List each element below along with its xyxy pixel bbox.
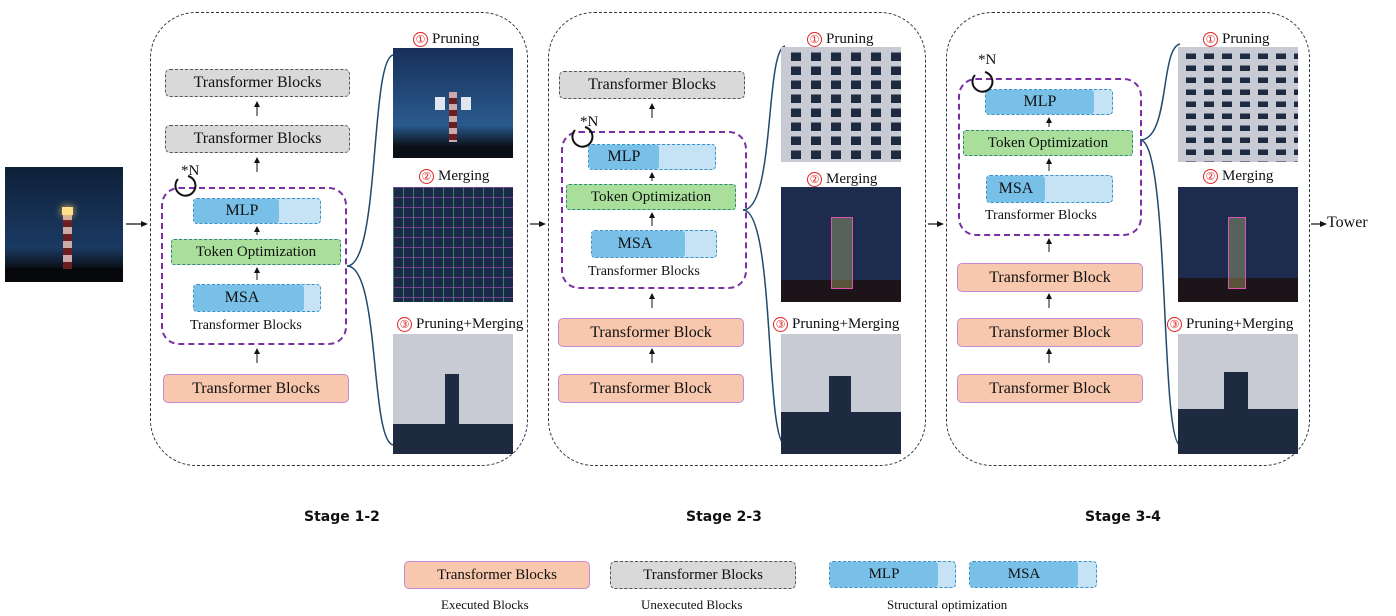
loop-label: *N bbox=[181, 163, 200, 179]
method-label: Pruning+Merging bbox=[792, 316, 900, 332]
legend-msa-label: MSA bbox=[1007, 566, 1041, 582]
output-label: Tower bbox=[1327, 214, 1368, 231]
unexecuted-block: Transformer Blocks bbox=[165, 69, 350, 97]
stage-label: Stage 2-3 bbox=[686, 509, 762, 525]
method-caption-merging: ② Merging bbox=[807, 171, 877, 188]
method-caption-pruning: ① Pruning bbox=[807, 31, 874, 48]
legend-msa-block: MSA bbox=[969, 561, 1097, 588]
method-label: Pruning bbox=[432, 31, 480, 47]
token-optimization-loop bbox=[161, 187, 347, 345]
method-label: Pruning bbox=[1222, 31, 1270, 47]
marker-3-icon: ③ bbox=[397, 317, 412, 332]
stage-2-container bbox=[548, 12, 926, 466]
method-label: Pruning+Merging bbox=[1186, 316, 1294, 332]
legend-unexecuted-block: Transformer Blocks bbox=[610, 561, 796, 589]
mlp-label: MLP bbox=[225, 202, 259, 219]
method-caption-pruning: ① Pruning bbox=[1203, 31, 1270, 48]
stage-label: Stage 3-4 bbox=[1085, 509, 1161, 525]
unexecuted-block: Transformer Blocks bbox=[559, 71, 745, 99]
msa-block: MSA bbox=[591, 230, 717, 258]
legend-executed-block: Transformer Blocks bbox=[404, 561, 590, 589]
marker-1-icon: ① bbox=[807, 32, 822, 47]
pruning-image bbox=[781, 47, 901, 162]
msa-label: MSA bbox=[224, 289, 260, 306]
msa-label: MSA bbox=[998, 180, 1034, 197]
marker-2-icon: ② bbox=[419, 169, 434, 184]
method-caption-merging: ② Merging bbox=[1203, 168, 1273, 185]
merging-image bbox=[1178, 187, 1298, 302]
marker-1-icon: ① bbox=[413, 32, 428, 47]
stage-3-container bbox=[946, 12, 1310, 466]
executed-block: Transformer Blocks bbox=[163, 374, 349, 403]
method-label: Merging bbox=[438, 168, 490, 184]
loop-caption: Transformer Blocks bbox=[190, 318, 302, 333]
token-optimization-block: Token Optimization bbox=[171, 239, 341, 265]
marker-1-icon: ① bbox=[1203, 32, 1218, 47]
loop-caption: Transformer Blocks bbox=[588, 264, 700, 279]
marker-2-icon: ② bbox=[1203, 169, 1218, 184]
method-caption-merging: ② Merging bbox=[419, 168, 489, 185]
method-label: Merging bbox=[1222, 168, 1274, 184]
pruning-merging-image bbox=[781, 334, 901, 454]
loop-caption: Transformer Blocks bbox=[985, 208, 1097, 223]
method-caption-pruning: ① Pruning bbox=[413, 31, 480, 48]
marker-2-icon: ② bbox=[807, 172, 822, 187]
pruning-image bbox=[393, 48, 513, 158]
loop-label: *N bbox=[978, 52, 997, 68]
pruning-merging-image bbox=[393, 334, 513, 454]
legend-unexecuted-caption: Unexecuted Blocks bbox=[641, 597, 743, 612]
mlp-label: MLP bbox=[607, 148, 641, 165]
legend-executed-caption: Executed Blocks bbox=[441, 597, 529, 612]
unexecuted-block: Transformer Blocks bbox=[165, 125, 350, 153]
input-lighthouse-image bbox=[5, 167, 123, 282]
token-optimization-loop bbox=[958, 78, 1142, 236]
method-label: Pruning bbox=[826, 31, 874, 47]
legend-mlp-label: MLP bbox=[868, 566, 900, 582]
msa-label: MSA bbox=[617, 235, 653, 252]
stage-label: Stage 1-2 bbox=[304, 509, 380, 525]
token-optimization-block: Token Optimization bbox=[963, 130, 1133, 156]
merging-image bbox=[781, 187, 901, 302]
method-caption-pruning-merging: ③ Pruning+Merging bbox=[1167, 316, 1293, 333]
method-label: Merging bbox=[826, 171, 878, 187]
pruning-merging-image bbox=[1178, 334, 1298, 454]
executed-block: Transformer Block bbox=[957, 263, 1143, 292]
mlp-block: MLP bbox=[193, 198, 321, 224]
method-caption-pruning-merging: ③ Pruning+Merging bbox=[397, 316, 523, 333]
msa-block: MSA bbox=[193, 284, 321, 312]
method-caption-pruning-merging: ③ Pruning+Merging bbox=[773, 316, 899, 333]
mlp-block: MLP bbox=[588, 144, 716, 170]
executed-block: Transformer Block bbox=[957, 318, 1143, 347]
legend-structural-caption: Structural optimization bbox=[887, 597, 1008, 612]
merging-image bbox=[393, 187, 513, 302]
mlp-block: MLP bbox=[985, 89, 1113, 115]
msa-block: MSA bbox=[986, 175, 1113, 203]
token-optimization-block: Token Optimization bbox=[566, 184, 736, 210]
loop-label: *N bbox=[580, 114, 599, 130]
pruning-image bbox=[1178, 47, 1298, 162]
legend-mlp-block: MLP bbox=[829, 561, 956, 588]
marker-3-icon: ③ bbox=[773, 317, 788, 332]
method-label: Pruning+Merging bbox=[416, 316, 524, 332]
executed-block: Transformer Block bbox=[957, 374, 1143, 403]
mlp-label: MLP bbox=[1023, 93, 1057, 110]
executed-block: Transformer Block bbox=[558, 374, 744, 403]
stage-1-container bbox=[150, 12, 528, 466]
marker-3-icon: ③ bbox=[1167, 317, 1182, 332]
executed-block: Transformer Block bbox=[558, 318, 744, 347]
